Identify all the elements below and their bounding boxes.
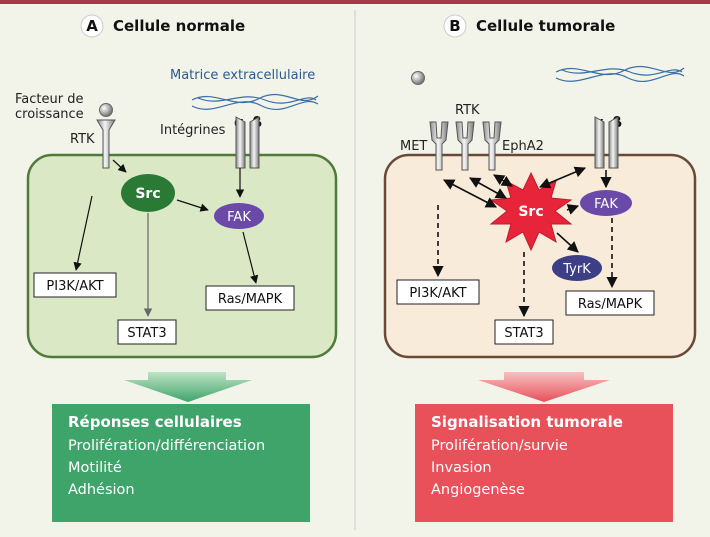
fak-node bbox=[214, 203, 264, 229]
panel-a-letter: A bbox=[86, 17, 98, 35]
growth-factor-label-1: Facteur de bbox=[15, 92, 83, 107]
panel-b-letter: B bbox=[449, 17, 460, 35]
integrin-receptor bbox=[235, 116, 260, 169]
growth-factor-label-2: croissance bbox=[15, 107, 84, 122]
integrins-label: Intégrines bbox=[160, 123, 226, 138]
normal-cell bbox=[26, 153, 338, 359]
rtk-label: RTK bbox=[70, 132, 95, 147]
panel-a-arrows bbox=[73, 159, 259, 317]
normal-response-arrow bbox=[124, 372, 252, 402]
epha2-label: EphA2 bbox=[502, 139, 544, 154]
stat3-label-b: STAT3 bbox=[504, 326, 543, 341]
extracellular-matrix-lines-b bbox=[555, 65, 685, 83]
fak-node-b bbox=[580, 190, 632, 216]
matrix-label: Matrice extracellulaire bbox=[170, 68, 315, 83]
panel-a-letter-badge bbox=[80, 14, 104, 38]
panel-b-title: Cellule tumorale bbox=[476, 17, 615, 35]
tyrk-node bbox=[552, 255, 602, 281]
rtk-label-b: RTK bbox=[455, 103, 480, 118]
panel-b-letter-badge bbox=[443, 14, 467, 38]
tumor-response-box bbox=[415, 404, 673, 522]
ras-box bbox=[205, 285, 295, 311]
rtk-receptor bbox=[96, 119, 116, 169]
stat3-label: STAT3 bbox=[127, 326, 166, 341]
tumor-response-item: Invasion bbox=[431, 460, 492, 476]
tumor-response-arrow bbox=[478, 372, 610, 402]
fak-label-b: FAK bbox=[594, 197, 618, 212]
pi3k-label-b: PI3K/AKT bbox=[409, 286, 466, 301]
integrin-receptor-b bbox=[594, 116, 619, 169]
ras-label: Ras/MAPK bbox=[218, 292, 283, 307]
tumor-responses: Signalisation tumorale Prolifération/sur… bbox=[431, 413, 623, 504]
panel-a: A Cellule normale Matrice extracellulair… bbox=[15, 14, 338, 402]
tyrk-label: TyrK bbox=[562, 262, 591, 277]
ras-box-b bbox=[565, 290, 655, 316]
src-starburst bbox=[489, 171, 573, 252]
pi3k-label: PI3K/AKT bbox=[46, 279, 103, 294]
panel-b-arrows bbox=[432, 166, 618, 318]
tumor-responses-title: Signalisation tumorale bbox=[431, 413, 623, 431]
pi3k-box bbox=[33, 272, 117, 298]
panel-a-title: Cellule normale bbox=[113, 17, 245, 35]
top-bar bbox=[0, 0, 710, 4]
pi3k-box-b bbox=[396, 279, 480, 305]
met-label: MET bbox=[400, 139, 427, 154]
src-label: Src bbox=[135, 186, 160, 202]
panel-b: B Cellule tumorale RTK MET EphA2 α β Src bbox=[383, 14, 697, 402]
extracellular-matrix-lines bbox=[191, 93, 319, 111]
rtk-receptors-b bbox=[429, 121, 502, 171]
growth-factor-ball-b bbox=[411, 71, 425, 85]
fak-label: FAK bbox=[227, 210, 251, 225]
src-node bbox=[121, 174, 175, 212]
normal-responses-title: Réponses cellulaires bbox=[68, 413, 242, 431]
normal-response-item: Prolifération/différenciation bbox=[68, 438, 266, 454]
stat3-box-b bbox=[494, 319, 554, 345]
stat3-box bbox=[117, 319, 177, 345]
normal-responses: Réponses cellulaires Prolifération/diffé… bbox=[68, 413, 265, 504]
src-label-b: Src bbox=[518, 204, 543, 220]
normal-response-item: Adhésion bbox=[68, 482, 135, 498]
tumor-response-item: Prolifération/survie bbox=[431, 438, 568, 454]
ras-label-b: Ras/MAPK bbox=[578, 297, 643, 312]
normal-response-box bbox=[52, 404, 310, 522]
normal-response-item: Motilité bbox=[68, 460, 122, 476]
growth-factor-ball bbox=[99, 103, 113, 117]
tumor-response-item: Angiogenèse bbox=[431, 482, 525, 498]
